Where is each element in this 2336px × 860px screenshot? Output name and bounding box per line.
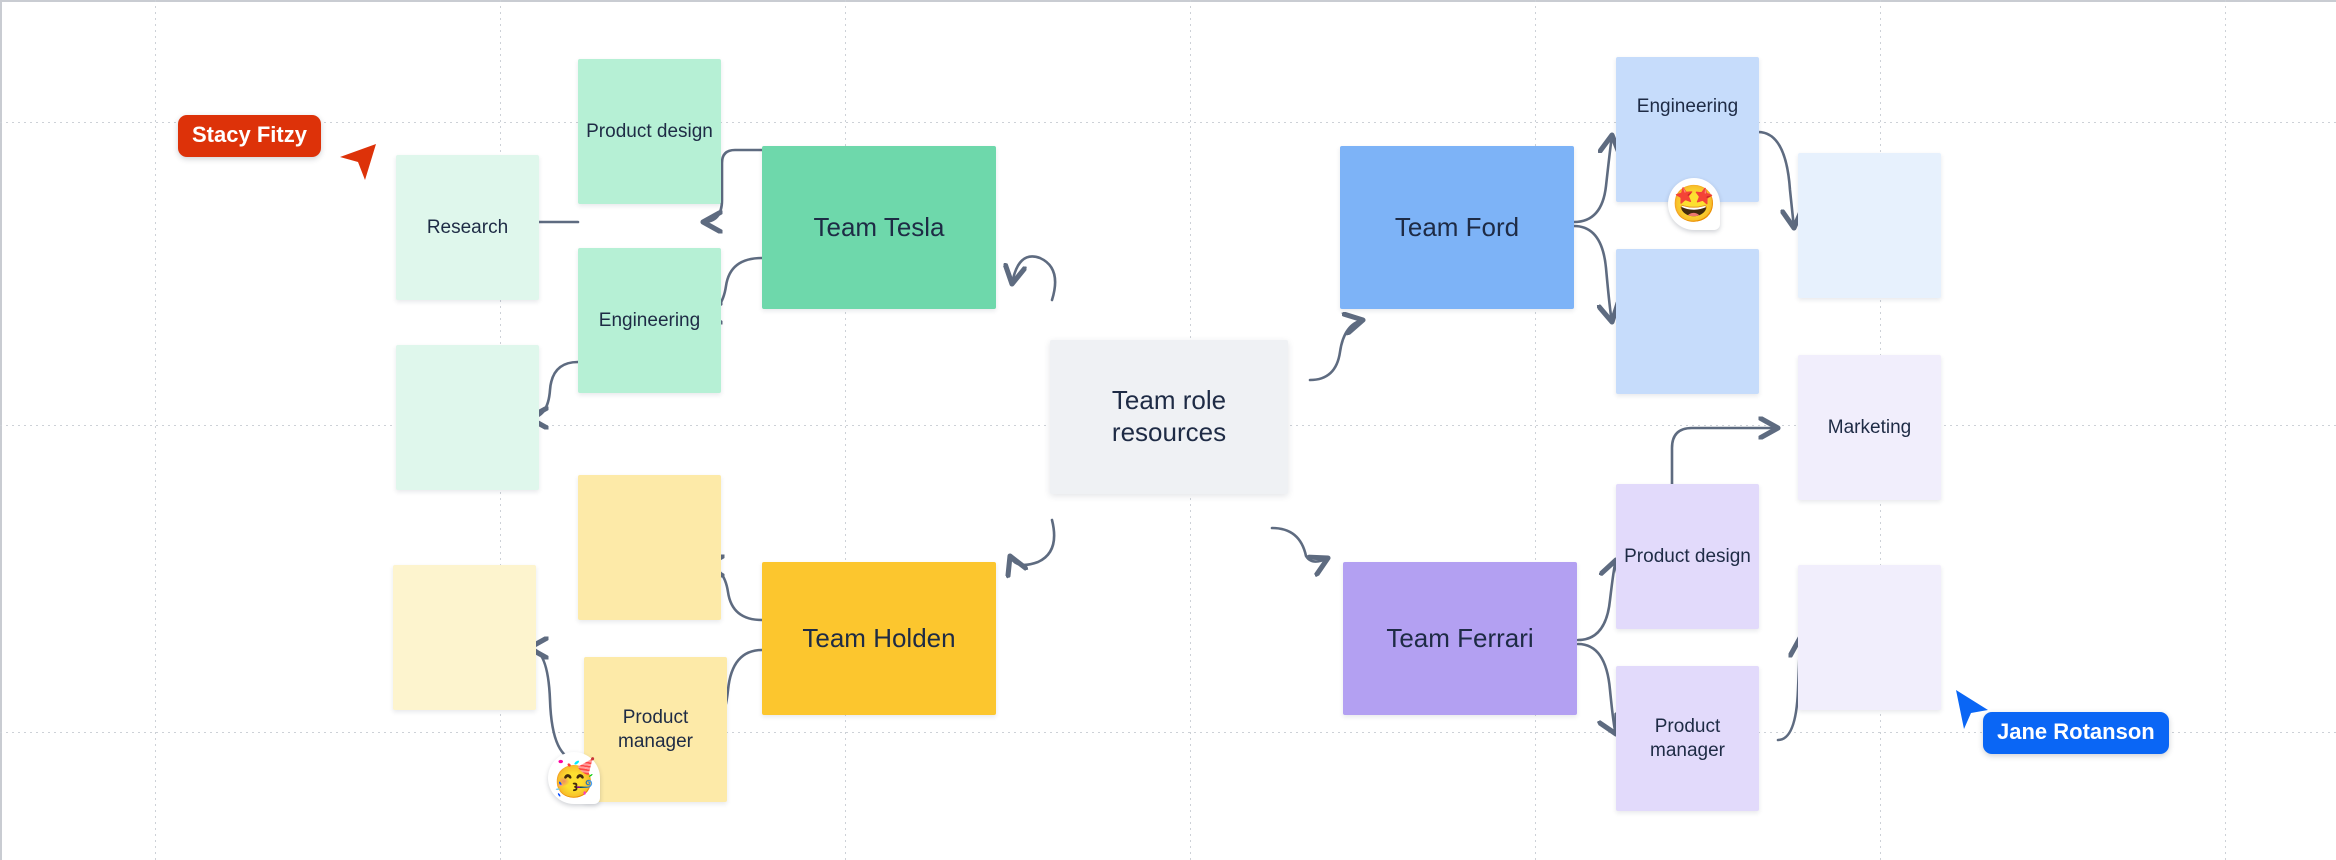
link-hub-to-ferrari <box>1270 526 1328 562</box>
card-label: Product manager <box>618 707 693 752</box>
link-hub-to-tesla <box>1012 255 1057 302</box>
card-team-tesla[interactable]: Team Tesla <box>762 146 996 309</box>
jane-cursor-pointer-icon <box>1956 690 1988 729</box>
gridline-horizontal <box>0 122 2336 123</box>
card-label: Team Ferrari <box>1386 622 1534 653</box>
card-hub-team-role-resources[interactable]: Team role resources <box>1050 340 1288 494</box>
cursor-name: Stacy Fitzy <box>192 122 307 147</box>
card-ferrari-product-design[interactable]: Product design <box>1616 484 1759 629</box>
link-holden-productmanager-to-blankleft <box>529 648 580 762</box>
gridline-vertical <box>2225 0 2226 860</box>
card-label: Team Ford <box>1394 211 1520 242</box>
card-label: Team Holden <box>802 622 956 653</box>
card-label: Product design <box>1624 545 1751 567</box>
card-tesla-engineering[interactable]: Engineering <box>578 248 721 393</box>
card-tesla-research[interactable]: Research <box>396 155 539 300</box>
cursor-label-stacy-fitzy[interactable]: Stacy Fitzy <box>178 115 321 157</box>
cursor-label-jane-rotanson[interactable]: Jane Rotanson <box>1983 712 2169 754</box>
card-team-holden[interactable]: Team Holden <box>762 562 996 715</box>
gridline-vertical <box>155 0 156 860</box>
card-tesla-product-design[interactable]: Product design <box>578 59 721 204</box>
star-struck-glyph: 🤩 <box>1671 183 1717 224</box>
card-label: Team role resources <box>1111 385 1227 447</box>
card-label: Engineering <box>598 309 701 331</box>
link-ferrari-productdesign-to-marketing <box>1670 428 1778 486</box>
card-label: Engineering <box>1636 96 1739 117</box>
card-label: Product manager <box>1650 716 1725 761</box>
stacy-cursor-pointer-icon <box>340 144 376 180</box>
card-label: Product design <box>586 120 713 142</box>
card-holden-blank-left[interactable] <box>393 565 536 710</box>
link-ford-engineering-to-blankright <box>1756 130 1794 228</box>
card-team-ferrari[interactable]: Team Ferrari <box>1343 562 1577 715</box>
card-ford-engineering[interactable]: Engineering <box>1616 57 1759 202</box>
card-label: Marketing <box>1827 416 1912 438</box>
card-holden-blank-top[interactable] <box>578 475 721 620</box>
link-ferrari-productmanager-to-blankright <box>1776 638 1800 742</box>
link-ford-team-to-blankbottom <box>1572 224 1612 322</box>
cursor-name: Jane Rotanson <box>1997 719 2155 744</box>
card-holden-product-manager[interactable]: Product manager <box>584 657 727 802</box>
partying-face-emoji[interactable]: 🥳 <box>548 752 600 804</box>
partying-face-glyph: 🥳 <box>551 757 597 798</box>
link-ferrari-team-to-productdesign <box>1576 560 1616 642</box>
card-label: Research <box>426 216 509 238</box>
star-struck-emoji[interactable]: 🤩 <box>1668 178 1720 230</box>
card-ferrari-marketing[interactable]: Marketing <box>1798 355 1941 500</box>
card-ferrari-blank-right[interactable] <box>1798 565 1941 710</box>
card-ford-blank-right[interactable] <box>1798 153 1941 298</box>
card-team-ford[interactable]: Team Ford <box>1340 146 1574 309</box>
link-ford-team-to-engineering <box>1572 135 1612 224</box>
gridline-vertical <box>845 0 846 860</box>
link-hub-to-holden <box>1010 518 1056 565</box>
card-label: Team Tesla <box>813 211 945 242</box>
link-ferrari-team-to-productmanager <box>1576 642 1616 734</box>
link-hub-to-ford <box>1308 320 1363 382</box>
card-ford-blank-bottom[interactable] <box>1616 249 1759 394</box>
card-tesla-blank[interactable] <box>396 345 539 490</box>
card-ferrari-product-manager[interactable]: Product manager <box>1616 666 1759 811</box>
gridline-vertical <box>1535 0 1536 860</box>
